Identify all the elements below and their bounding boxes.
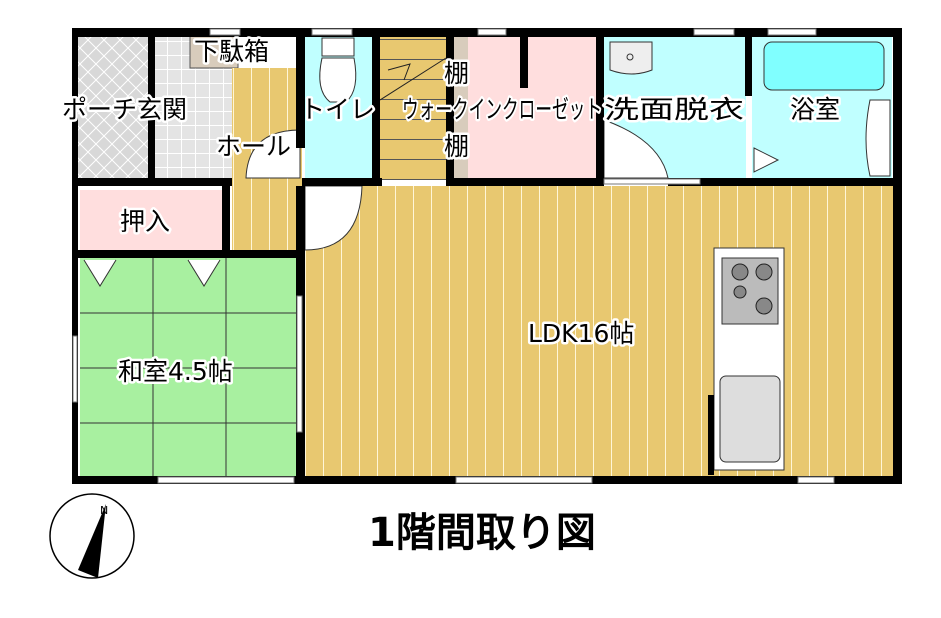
sink xyxy=(719,375,781,463)
bathtub xyxy=(763,41,885,91)
label-closet: 押入 xyxy=(120,207,170,236)
shoe-cabinet xyxy=(189,35,239,69)
label-hall: ホール xyxy=(216,132,291,161)
compass-icon: N xyxy=(49,493,135,579)
label-bathroom: 浴室 xyxy=(790,95,840,124)
compass-north-label: N xyxy=(100,504,108,517)
label-japanese-room: 和室4.5帖 xyxy=(118,357,233,386)
label-porch-entrance: ポーチ玄関 xyxy=(62,95,187,124)
washbasin xyxy=(609,41,653,75)
porch-floor xyxy=(76,36,152,180)
label-shoe-cabinet: 下駄箱 xyxy=(194,37,269,66)
label-shelf-top: 棚 xyxy=(444,59,469,88)
ldk-floor xyxy=(305,186,893,478)
label-walk-in-closet: ウォークインクローゼット xyxy=(402,95,602,124)
label-toilet: トイレ xyxy=(300,95,375,124)
shelf xyxy=(454,36,468,180)
page-title: 1階間取り図 xyxy=(368,510,596,556)
closet-floor xyxy=(80,190,222,252)
toilet-bowl xyxy=(319,57,357,103)
toilet-tank xyxy=(321,37,355,57)
stairs xyxy=(380,36,446,180)
label-shelf-bottom: 棚 xyxy=(444,132,469,161)
walk-in-closet-floor xyxy=(468,36,596,180)
label-washroom: 洗面脱衣 xyxy=(604,95,744,124)
label-ldk: LDK16帖 xyxy=(528,319,634,348)
